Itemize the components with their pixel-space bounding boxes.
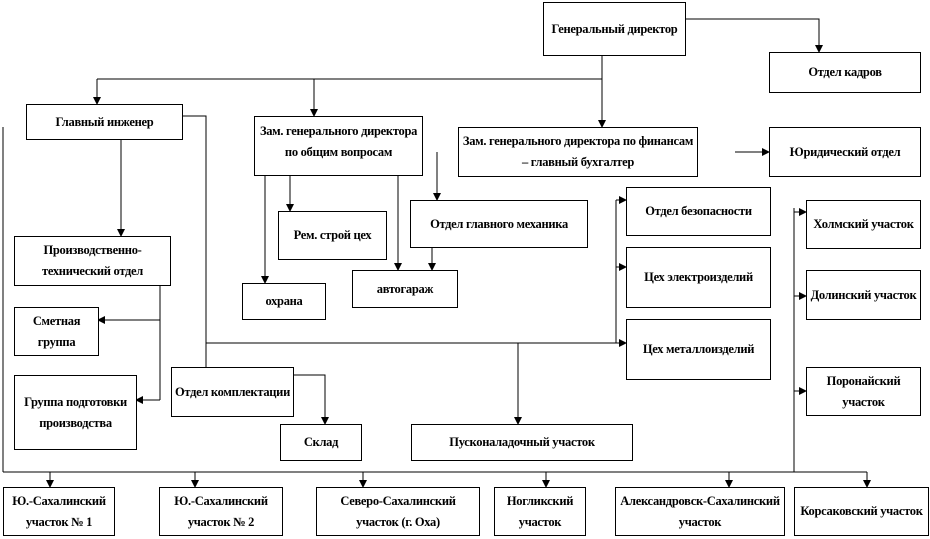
- box-ys1: Ю.-Сахалинский участок № 1: [3, 487, 115, 536]
- box-deputy-finance: Зам. генерального директора по финансам …: [458, 127, 698, 177]
- box-chief-engineer: Главный инженер: [26, 104, 183, 140]
- box-guard: охрана: [242, 283, 326, 320]
- box-korsakov: Корсаковский участок: [794, 487, 929, 536]
- box-hr: Отдел кадров: [769, 52, 921, 93]
- box-procurement: Отдел комплектации: [171, 367, 294, 417]
- box-aleksandrovsk: Александровск-Сахалинский участок: [615, 487, 785, 536]
- box-electro-shop: Цех электроизделий: [626, 247, 771, 308]
- box-chief-mechanic: Отдел главного механика: [410, 200, 588, 248]
- box-security-dept: Отдел безопасности: [626, 187, 771, 236]
- box-dolinsk: Долинский участок: [806, 270, 921, 320]
- box-prep-group: Группа подготовки производства: [14, 375, 137, 450]
- box-kholmsk: Холмский участок: [806, 200, 921, 249]
- box-legal: Юридический отдел: [769, 127, 921, 177]
- line-to-hr: [685, 18, 823, 53]
- box-pto: Производственно-технический отдел: [14, 236, 171, 286]
- box-garage: автогараж: [352, 270, 458, 308]
- box-poronaysk: Поронайский участок: [806, 367, 921, 416]
- box-general-director: Генеральный директор: [543, 2, 686, 56]
- box-deputy-general: Зам. генерального директора по общим воп…: [254, 116, 423, 176]
- box-commissioning: Пусконаладочный участок: [411, 424, 633, 461]
- box-nogliki: Ногликский участок: [494, 487, 586, 536]
- box-repair-shop: Рем. строй цех: [278, 211, 387, 260]
- box-estimate-group: Сметная группа: [14, 307, 99, 356]
- box-metal-shop: Цех металлоизделий: [626, 319, 771, 380]
- box-north: Северо-Сахалинский участок (г. Оха): [316, 487, 480, 536]
- line-ce-right: [182, 115, 207, 367]
- line-to-warehouse: [293, 374, 329, 425]
- box-ys2: Ю.-Сахалинский участок № 2: [159, 487, 283, 536]
- box-warehouse: Склад: [280, 424, 362, 461]
